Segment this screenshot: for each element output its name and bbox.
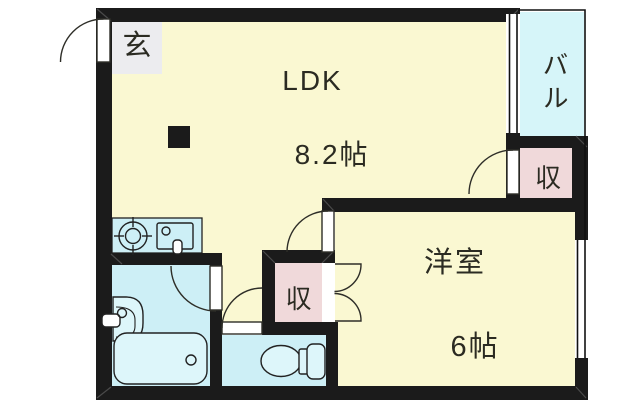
wall-toilet-top [262,322,338,335]
wall-top [96,8,508,22]
upper-closet-swing-door [468,149,520,195]
gas-stove-icon [114,217,152,255]
bathroom-swing-door [170,265,223,312]
fixtures [101,217,326,385]
ldk-balcony-window [506,14,520,133]
closet-double-doors [322,263,362,322]
toilet-swing-door [221,287,263,335]
room-floors [111,12,584,386]
wall-western-right-lower [575,358,588,390]
wall-left [96,8,112,400]
wall-window-top-cap [506,8,520,16]
wall-western-right-upper [575,212,588,240]
windows [506,9,588,358]
wall-upper-closet-right [572,148,588,212]
western-room-swing-door [286,210,335,253]
ldk-floor-lower [262,198,322,250]
western-room-floor [335,212,575,386]
entrance-swing-door [59,18,111,63]
toilet-icon [260,343,326,380]
wall-kitchen-bath [96,253,222,265]
doors [59,18,520,335]
pillar-marker [168,126,190,148]
middle-closet-floor-top [275,263,322,322]
wall-western-top [322,198,588,212]
hallway-floor [222,198,262,322]
kitchen-sink-icon [156,222,194,255]
balcony-railing-outline [518,9,586,240]
ldk-floor [112,22,506,198]
bathtub-icon [113,332,208,385]
balcony-floor [518,12,584,136]
wall-bottom [96,386,588,400]
walls [96,8,588,400]
wall-toilet-right [326,335,338,390]
upper-closet-floor [520,148,576,198]
wall-balcony-bottom [506,136,588,148]
western-room-window [575,240,588,358]
entrance-floor [112,16,162,74]
